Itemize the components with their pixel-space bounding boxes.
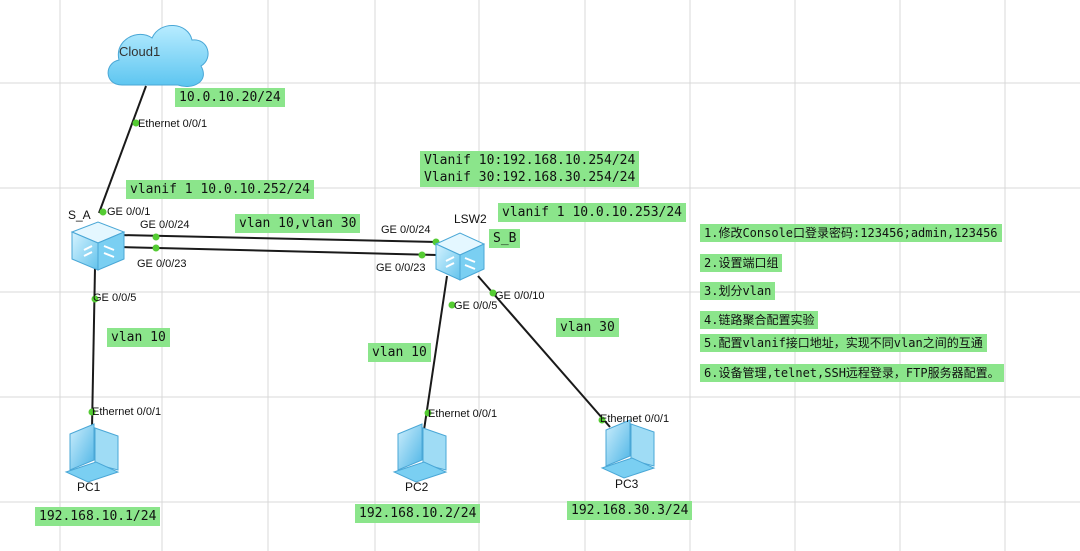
link-sa-sb-ge23	[118, 246, 438, 256]
port-sb-ge24: GE 0/0/24	[381, 224, 431, 236]
cloud-icon[interactable]	[107, 25, 209, 87]
switch-a-name: S_A	[68, 208, 91, 222]
switch-icon[interactable]	[70, 221, 126, 271]
pc-icon[interactable]	[600, 419, 656, 479]
switch-icon[interactable]	[434, 232, 486, 281]
links	[91, 85, 611, 431]
task-item: 5.配置vlanif接口地址，实现不同vlan之间的互通	[700, 334, 987, 352]
sa-access-vlan-label: vlan 10	[107, 328, 170, 347]
pc2-ip-label: 192.168.10.2/24	[355, 504, 481, 523]
link-sa-sb-ge24	[118, 234, 438, 243]
port-sa-ge5: GE 0/0/5	[93, 292, 137, 304]
pc2-name: PC2	[405, 480, 429, 494]
pc-icon[interactable]	[392, 423, 448, 483]
port-pc1-eth: Ethernet 0/0/1	[92, 406, 162, 418]
port-sb-ge5: GE 0/0/5	[454, 300, 498, 312]
trunk-vlans-label: vlan 10,vlan 30	[235, 214, 361, 233]
cloud-name: Cloud1	[119, 44, 161, 59]
sb-vlanif1-label: vlanif 1 10.0.10.253/24	[498, 203, 687, 222]
link-sa-pc1	[91, 267, 96, 429]
link-cloud-sa	[98, 85, 147, 214]
switch-b-model: LSW2	[454, 212, 487, 226]
port-pc2-eth: Ethernet 0/0/1	[428, 408, 498, 420]
port-sa-ge24: GE 0/0/24	[140, 219, 190, 231]
pc3-name: PC3	[615, 477, 639, 491]
pc-icon[interactable]	[64, 423, 120, 483]
port-dots	[88, 119, 606, 424]
pc1-name: PC1	[77, 480, 101, 494]
sb-vlanif10-line: Vlanif 10:192.168.10.254/24	[424, 153, 636, 168]
task-item: 6.设备管理,telnet,SSH远程登录，FTP服务器配置。	[700, 364, 1004, 382]
sb-access-vlan10-label: vlan 10	[368, 343, 431, 362]
port-sa-ge23: GE 0/0/23	[137, 258, 187, 270]
task-item: 3.划分vlan	[700, 282, 776, 300]
task-item: 2.设置端口组	[700, 254, 783, 272]
sa-vlanif1-label: vlanif 1 10.0.10.252/24	[126, 180, 315, 199]
sb-access-vlan30-label: vlan 30	[556, 318, 619, 337]
task-item: 4.链路聚合配置实验	[700, 311, 819, 329]
port-sb-ge23: GE 0/0/23	[376, 262, 426, 274]
pc1-ip-label: 192.168.10.1/24	[35, 507, 161, 526]
port-cloud-eth: Ethernet 0/0/1	[138, 118, 208, 130]
port-sb-ge10: GE 0/0/10	[495, 290, 545, 302]
pc3-ip-label: 192.168.30.3/24	[567, 501, 693, 520]
sb-vlanif-label: Vlanif 10:192.168.10.254/24 Vlanif 30:19…	[420, 151, 640, 187]
link-sb-pc3	[477, 275, 611, 428]
port-sa-ge1: GE 0/0/1	[107, 206, 151, 218]
task-item: 1.修改Console口登录密码:123456;admin,123456	[700, 224, 1002, 242]
switch-b-name: S_B	[489, 229, 521, 248]
sb-vlanif30-line: Vlanif 30:192.168.30.254/24	[424, 170, 636, 185]
link-sb-pc2	[423, 275, 448, 431]
port-pc3-eth: Ethernet 0/0/1	[600, 413, 670, 425]
cloud-ip-label: 10.0.10.20/24	[175, 88, 285, 107]
